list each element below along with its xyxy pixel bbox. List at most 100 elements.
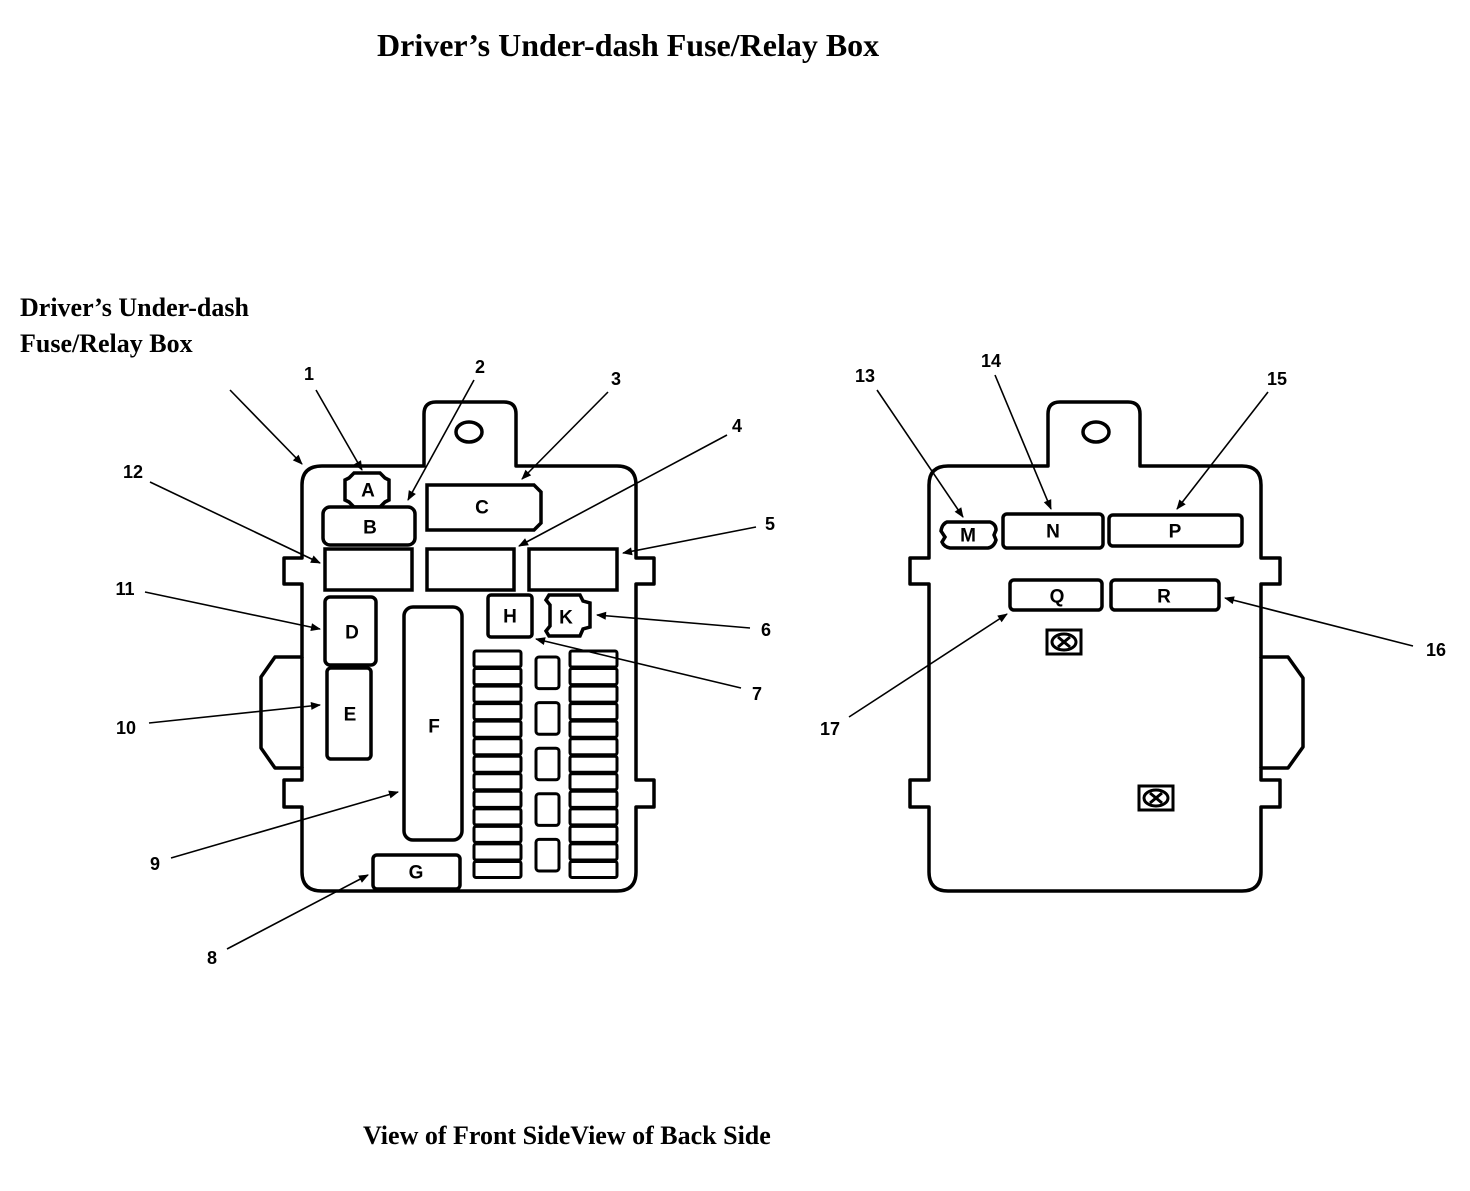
left-column-fuse-3[interactable] [472,684,523,704]
part-h[interactable] [486,593,534,639]
callout-8: 8 [207,948,217,968]
view-caption: View of Front SideView of Back Side [363,1121,771,1150]
fuse-grid [472,649,619,880]
callout-10: 10 [116,718,136,738]
leader-14 [994,374,1052,510]
left-column-fuse-9[interactable] [472,789,523,809]
left-column-fuse-13[interactable] [472,859,523,880]
part-f[interactable] [402,605,464,842]
leader-5 [622,526,757,556]
callout-17: 17 [820,719,840,739]
callout-13: 13 [855,366,875,386]
part-d-label: D [345,623,359,644]
left-column-fuse-1[interactable] [472,649,523,669]
middle-column-fuse-4[interactable] [534,792,561,827]
leader-17 [848,613,1008,718]
leader-13 [876,389,964,518]
right-column-fuse-8[interactable] [568,772,619,792]
front-mount-hole [454,420,484,444]
right-column-fuse-7[interactable] [568,754,619,774]
right-column-fuse-10[interactable] [568,807,619,827]
callout-12: 12 [123,462,143,482]
front-view: A B C D E F G H K [115,357,775,968]
part-g[interactable] [371,853,462,891]
right-column-fuse-2[interactable] [568,667,619,687]
back-view: M N P Q R [820,351,1446,893]
callout-5: 5 [765,514,775,534]
front-callout-leaders [144,379,757,950]
left-column-fuse-4[interactable] [472,702,523,722]
back-housing-outline [908,400,1305,893]
part-c-label: C [475,498,489,519]
part-m[interactable] [939,520,998,550]
back-mount-hole [1081,420,1111,444]
back-callout-leaders [848,374,1414,718]
left-column-fuse-12[interactable] [472,842,523,862]
part-b[interactable] [321,505,417,547]
right-column-fuse-5[interactable] [568,719,619,739]
leader-15 [1176,391,1269,510]
callout-15: 15 [1267,369,1287,389]
part-r[interactable] [1109,578,1221,612]
callout-7: 7 [752,684,762,704]
callout-6: 6 [761,620,771,640]
callout-11: 11 [115,579,134,599]
part-f-label: F [428,717,440,738]
right-column-fuse-6[interactable] [568,737,619,757]
part-k[interactable] [543,593,592,638]
box-caption-line-2: Fuse/Relay Box [20,329,193,358]
right-column-fuse-11[interactable] [568,824,619,844]
left-column-fuse-8[interactable] [472,772,523,792]
leader-6 [596,611,751,629]
middle-column-fuse-1[interactable] [534,655,561,691]
relay-slot-4[interactable] [425,547,516,592]
part-n-label: N [1046,522,1060,543]
left-column-fuse-10[interactable] [472,807,523,827]
right-column-fuse-9[interactable] [568,789,619,809]
callout-9: 9 [150,854,160,874]
callout-1: 1 [304,364,314,384]
part-h-label: H [503,607,517,628]
part-r-label: R [1157,587,1171,608]
left-column-fuse-7[interactable] [472,754,523,774]
part-q[interactable] [1008,578,1104,612]
front-callout-numbers: 1 2 3 4 5 6 7 8 9 10 11 12 [115,357,775,968]
screw-icon [1137,784,1175,812]
left-column-fuse-11[interactable] [472,824,523,844]
part-b-label: B [363,518,377,539]
part-c[interactable] [425,483,543,532]
callout-2: 2 [475,357,485,377]
leader-12 [149,481,321,564]
box-caption-line-1: Driver’s Under-dash [20,293,249,322]
leader-10 [148,701,321,724]
diagram-title: Driver’s Under-dash Fuse/Relay Box [377,27,880,63]
part-k-label: K [559,608,573,629]
middle-column-fuse-2[interactable] [534,701,561,736]
leader-9 [170,790,399,859]
callout-3: 3 [611,369,621,389]
leader-2 [407,379,475,501]
leader-3 [521,391,609,480]
box-caption: Driver’s Under-dash Fuse/Relay Box [20,290,249,362]
left-column-fuse-5[interactable] [472,719,523,739]
right-column-fuse-4[interactable] [568,702,619,722]
part-p[interactable] [1107,513,1244,548]
middle-column-fuse-5[interactable] [534,837,561,873]
leader-7 [535,637,742,689]
left-column-fuse-2[interactable] [472,667,523,687]
part-m-label: M [960,526,976,547]
left-column-fuse-6[interactable] [472,737,523,757]
right-column-fuse-13[interactable] [568,859,619,880]
right-column-fuse-3[interactable] [568,684,619,704]
part-p-label: P [1169,522,1182,543]
back-callout-numbers: 13 14 15 16 17 [820,351,1446,739]
part-n[interactable] [1001,512,1105,550]
right-column-fuse-12[interactable] [568,842,619,862]
middle-column-fuse-3[interactable] [534,746,561,782]
relay-slot-5[interactable] [527,547,619,592]
part-d[interactable] [323,595,378,667]
leader-11 [144,591,321,632]
part-e[interactable] [325,666,373,761]
relay-slot-12[interactable] [323,547,414,592]
part-g-label: G [409,863,424,884]
